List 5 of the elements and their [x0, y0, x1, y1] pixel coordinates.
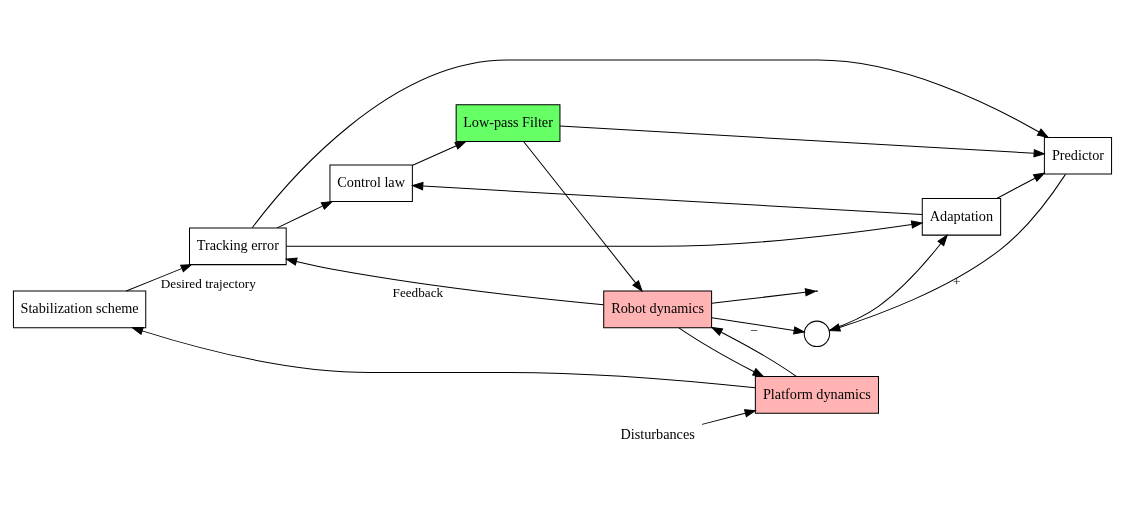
- edge-label: Desired trajectory: [160, 275, 256, 291]
- node-text: Disturbances: [620, 425, 695, 442]
- edge-label: +: [953, 273, 961, 289]
- edge-label: Feedback: [392, 284, 444, 300]
- edge-label: −: [750, 322, 758, 338]
